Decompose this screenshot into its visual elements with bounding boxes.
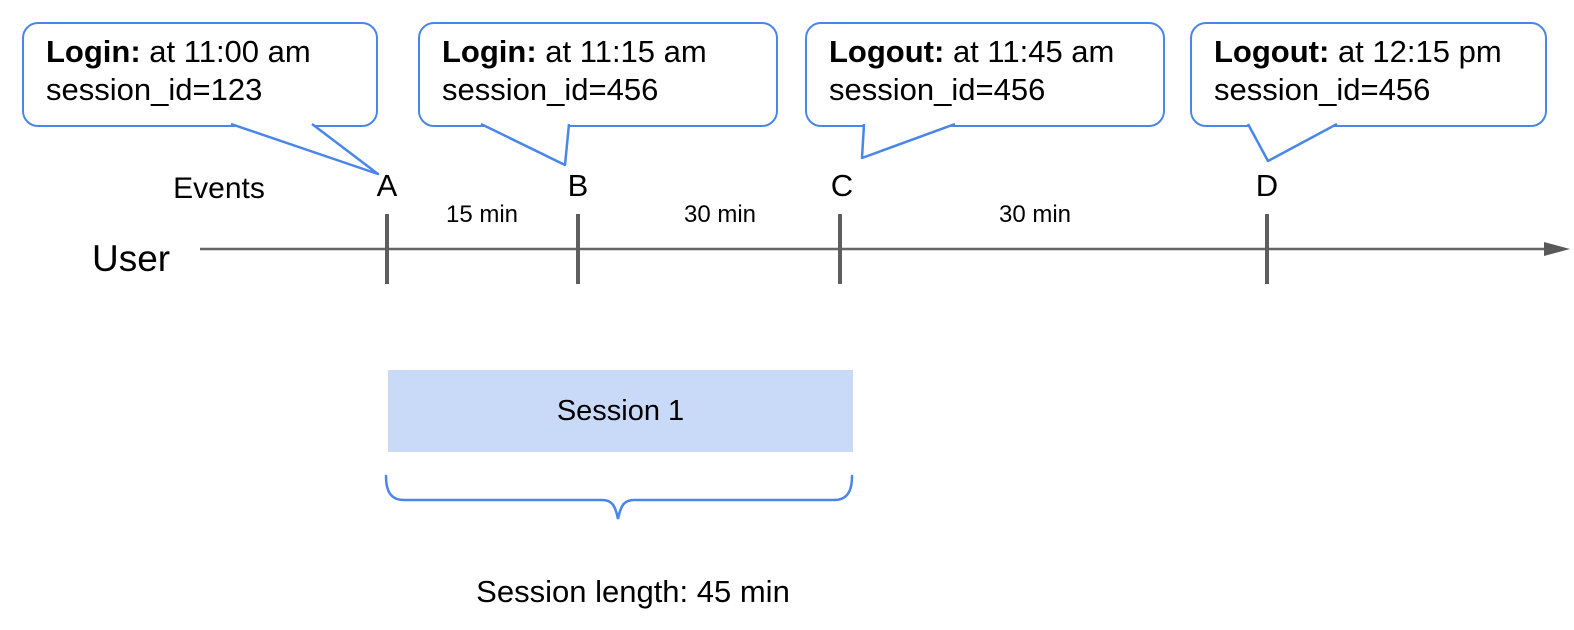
event-time: at 11:00 am xyxy=(140,34,311,69)
callout-logout-d: Logout: at 12:15 pm session_id=456 xyxy=(1190,22,1547,127)
callout-tail-d xyxy=(1246,122,1338,163)
callout-line2: session_id=123 xyxy=(46,72,263,107)
callout-line1: Logout: at 12:15 pm xyxy=(1214,33,1527,71)
interval-label-ab: 15 min xyxy=(445,201,519,228)
tick-label-a: A xyxy=(376,168,398,203)
callout-line2: session_id=456 xyxy=(442,72,659,107)
tick-mark-d xyxy=(1265,214,1269,284)
tick-mark-b xyxy=(576,214,580,284)
interval-label-bc: 30 min xyxy=(683,201,757,228)
tick-mark-c xyxy=(838,214,842,284)
tick-label-c: C xyxy=(830,168,854,203)
callout-line1: Logout: at 11:45 am xyxy=(829,33,1145,71)
callout-line2: session_id=456 xyxy=(1214,72,1431,107)
event-time: at 12:15 pm xyxy=(1329,34,1502,69)
callout-login-b: Login: at 11:15 am session_id=456 xyxy=(418,22,778,127)
tick-mark-a xyxy=(385,214,389,284)
callout-logout-c: Logout: at 11:45 am session_id=456 xyxy=(805,22,1165,127)
event-type-label: Logout: xyxy=(1214,34,1330,69)
event-type-label: Login: xyxy=(442,34,537,69)
callout-line1: Login: at 11:15 am xyxy=(442,33,758,71)
tick-label-b: B xyxy=(567,168,589,203)
event-time: at 11:15 am xyxy=(536,34,707,69)
timeline-arrow xyxy=(200,242,1570,256)
user-row-label: User xyxy=(92,238,171,279)
event-type-label: Login: xyxy=(46,34,141,69)
callout-line2: session_id=456 xyxy=(829,72,1046,107)
session-length-brace xyxy=(384,474,854,520)
interval-label-cd: 30 min xyxy=(998,201,1072,228)
event-type-label: Logout: xyxy=(829,34,945,69)
tick-label-d: D xyxy=(1255,168,1279,203)
session-length-label: Session length: 45 min xyxy=(476,574,790,609)
event-time: at 11:45 am xyxy=(944,34,1115,69)
callout-tail-a xyxy=(230,122,380,176)
callout-line1: Login: at 11:00 am xyxy=(46,33,358,71)
callout-tail-c xyxy=(860,122,956,160)
arrowhead-icon xyxy=(1544,242,1570,256)
events-row-label: Events xyxy=(173,172,265,205)
callout-tail-b xyxy=(480,122,571,167)
session-1-box: Session 1 xyxy=(388,370,853,452)
callout-login-a: Login: at 11:00 am session_id=123 xyxy=(22,22,378,127)
